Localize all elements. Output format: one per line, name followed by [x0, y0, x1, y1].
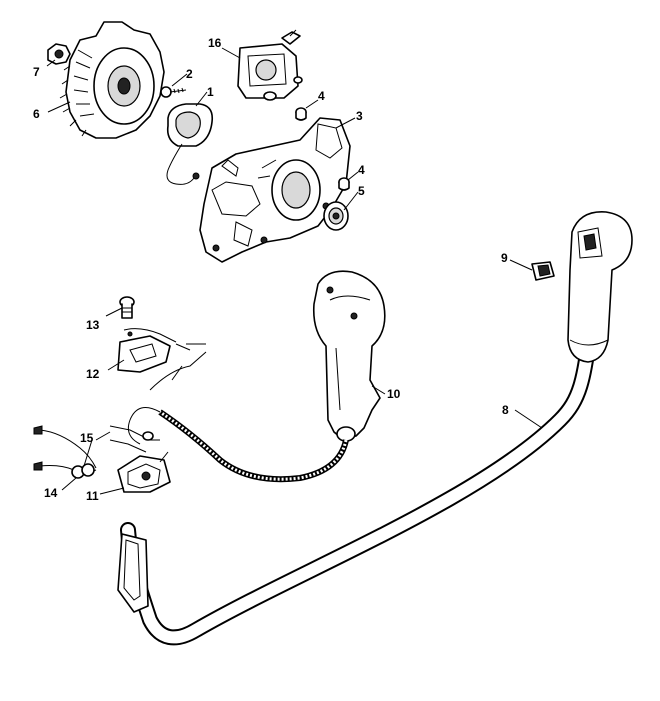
flywheel: [59, 21, 165, 139]
grommet: [71, 463, 95, 479]
callout-12: 12: [86, 367, 100, 381]
leader-lines: [46, 47, 543, 495]
control-handle: [312, 270, 386, 442]
contact-assembly: [117, 451, 171, 493]
crankcase: [199, 117, 351, 263]
callout-3: 3: [356, 109, 363, 123]
switch: [531, 261, 555, 281]
throttle-cable: [127, 351, 349, 483]
contact-spring: [117, 328, 206, 373]
nut: [47, 43, 71, 65]
loop-handle: [117, 211, 633, 646]
callout-16: 16: [208, 36, 222, 50]
sleeve-lower: [338, 177, 350, 191]
callout-10: 10: [387, 387, 401, 401]
callout-8: 8: [502, 403, 509, 417]
callout-9: 9: [501, 251, 508, 265]
screw: [160, 86, 187, 98]
callout-7: 7: [33, 65, 40, 79]
callout-1: 1: [207, 85, 214, 99]
callout-14: 14: [44, 486, 58, 500]
callout-15: 15: [80, 431, 94, 445]
callout-4-upper: 4: [318, 89, 325, 103]
carburetor: [237, 29, 303, 101]
callout-labels: 7 6 2 1 16 4 3 4 5 9 8 10 13 12 15 14 11: [33, 36, 509, 503]
ball-bearing: [323, 201, 349, 231]
ignition-module: [166, 103, 214, 185]
callout-2: 2: [186, 67, 193, 81]
callout-13: 13: [86, 318, 100, 332]
callout-11: 11: [86, 489, 99, 503]
sleeve-upper: [295, 107, 307, 121]
callout-4-lower: 4: [358, 163, 365, 177]
screw-13: [119, 296, 135, 319]
callout-6: 6: [33, 107, 40, 121]
callout-5: 5: [358, 184, 365, 198]
